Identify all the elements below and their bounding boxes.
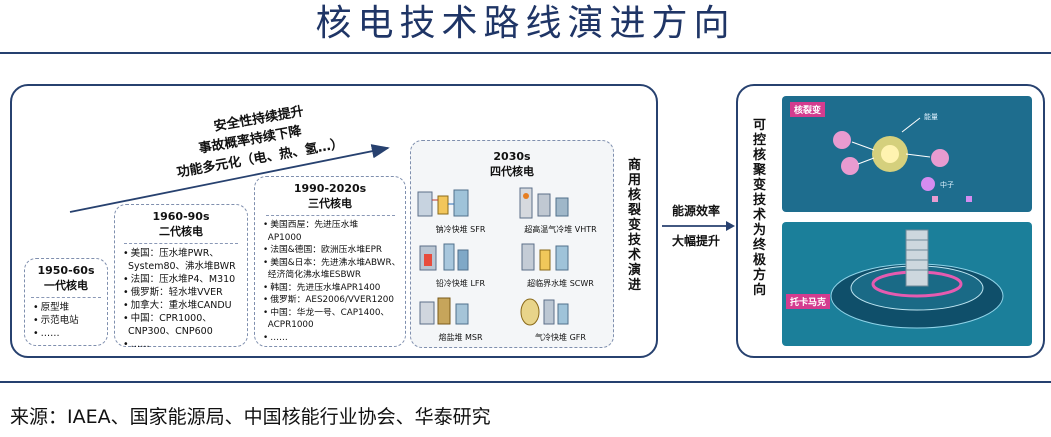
reactor-label: 超高温气冷堆 VHTR [524, 225, 597, 234]
reactor-diagram-icon [520, 298, 569, 326]
reactor-diagram-icon [521, 243, 569, 271]
reactor-lfr: 铅冷快堆 LFR [414, 240, 507, 290]
title-divider [0, 52, 1051, 54]
tokamak-tag: 托卡马克 [786, 294, 831, 309]
reactor-label: 气冷快堆 GFR [535, 333, 586, 342]
generation-1-card: 1950-60s 一代核电 •原型堆 •示范电站 •…… [24, 258, 108, 346]
reactor-label: 铅冷快堆 LFR [435, 279, 486, 288]
reactor-sfr: 钠冷快堆 SFR [414, 186, 507, 236]
list-item: ACPR1000 [267, 320, 314, 330]
list-item: AP1000 [267, 232, 302, 243]
list-item: •美国&日本：先进沸水堆ABWR、 [263, 257, 401, 268]
reactor-scwr: 超临界水堆 SCWR [514, 240, 607, 290]
list-item: •…… [33, 328, 60, 339]
gen3-years: 1990-2020s [293, 182, 367, 195]
efficiency-label-1: 能源效率 [671, 204, 720, 218]
reactor-label: 熔盐堆 MSR [438, 333, 483, 342]
tokamak-illustration: 托卡马克 [782, 222, 1032, 346]
gen4-name: 四代核电 [490, 165, 534, 178]
list-item: •法国：压水堆P4、M310 [123, 274, 236, 285]
fission-tag: 核裂变 [790, 102, 826, 117]
energy-label: 能量 [924, 113, 938, 121]
list-item: •原型堆 [33, 302, 70, 313]
efficiency-label-2: 大幅提升 [671, 234, 720, 248]
list-item: •加拿大：重水堆CANDU [123, 300, 232, 311]
reactor-label: 超临界水堆 SCWR [527, 279, 594, 288]
gen4-years: 2030s [493, 150, 531, 163]
neutron-label: 中子 [940, 181, 954, 189]
generation-3-card: 1990-2020s 三代核电 •美国西屋：先进压水堆 AP1000 •法国&德… [254, 176, 406, 347]
list-item: •中国：CPR1000、 [123, 313, 212, 324]
list-item: •韩国：先进压水堆APR1400 [263, 282, 381, 293]
reactor-diagram-icon [519, 187, 569, 219]
efficiency-arrow [662, 221, 735, 231]
list-item: 经济简化沸水堆ESBWR [267, 270, 362, 280]
gen1-name: 一代核电 [44, 279, 88, 292]
reactor-diagram-icon [419, 297, 469, 325]
list-item: •…… [123, 339, 150, 350]
nuclear-reaction-icon [833, 117, 972, 202]
reactor-diagram-icon [419, 243, 469, 271]
reactor-diagram-icon [417, 189, 469, 217]
list-item: System80、沸水堆BWR [128, 261, 236, 272]
fusion-direction-label: 可控核聚变技术为终极方向 [752, 118, 766, 298]
list-item: •法国&德国：欧洲压水堆EPR [263, 245, 383, 255]
reactor-vhtr: 超高温气冷堆 VHTR [514, 186, 607, 236]
commercial-fission-label: 商用核裂变技术演进 [627, 158, 641, 293]
list-item: CNP300、CNP600 [128, 326, 213, 337]
list-item: •…… [263, 332, 288, 343]
list-item: •俄罗斯：轻水堆VVER [123, 287, 223, 298]
reactor-gfr: 气冷快堆 GFR [514, 294, 607, 344]
list-item: •中国：华龙一号、CAP1400、 [263, 307, 390, 318]
list-item: •俄罗斯：AES2006/VVER1200 [263, 295, 394, 305]
gen2-years: 1960-90s [152, 210, 210, 223]
page-title: 核电技术路线演进方向 [315, 3, 736, 44]
list-item: •美国：压水堆PWR、 [123, 248, 219, 259]
list-item: •示范电站 [33, 315, 79, 326]
reactor-msr: 熔盐堆 MSR [414, 294, 507, 344]
source-note: 来源：IAEA、国家能源局、中国核能行业协会、华泰研究 [10, 406, 491, 428]
gen2-name: 二代核电 [159, 225, 203, 238]
gen3-name: 三代核电 [308, 197, 352, 210]
tokamak-icon [830, 229, 1004, 329]
gen4-reactor-grid: 钠冷快堆 SFR 超高温气冷堆 VHTR 铅冷快堆 LFR 超临界水堆 SCWR [414, 186, 608, 346]
fission-illustration: 核裂变 能量 中子 [782, 96, 1032, 212]
generation-2-card: 1960-90s 二代核电 •美国：压水堆PWR、 System80、沸水堆BW… [114, 204, 248, 350]
reactor-label: 钠冷快堆 SFR [435, 225, 486, 234]
list-item: •美国西屋：先进压水堆 [263, 220, 359, 230]
gen1-years: 1950-60s [37, 264, 95, 277]
footer-divider [0, 381, 1051, 383]
